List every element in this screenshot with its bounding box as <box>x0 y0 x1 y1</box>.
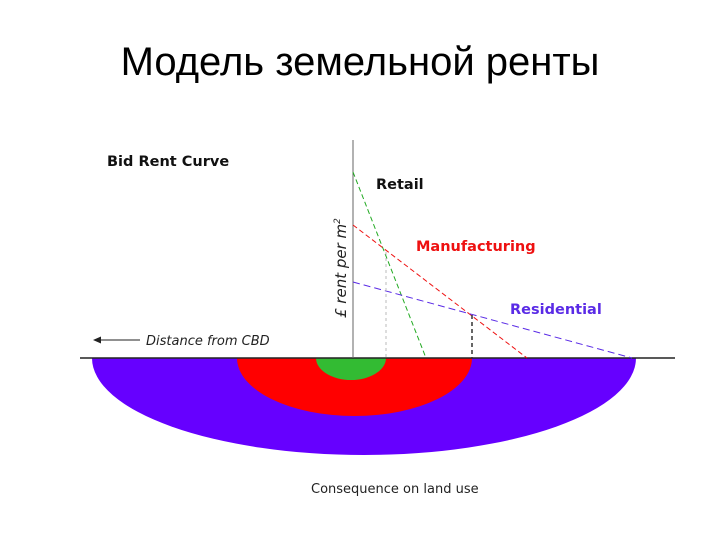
manufacturing-curve <box>352 224 528 359</box>
manufacturing-label: Manufacturing <box>416 239 536 255</box>
zone-manufacturing <box>237 358 472 416</box>
residential-label: Residential <box>510 302 602 318</box>
y-axis-label: £ rent per m2 <box>332 218 350 318</box>
distance-arrow-head <box>93 336 101 344</box>
diagram-heading: Bid Rent Curve <box>107 154 229 170</box>
residential-curve <box>352 281 633 359</box>
footer-caption: Consequence on land use <box>311 482 479 497</box>
retail-curve <box>352 171 427 359</box>
x-axis-label: Distance from CBD <box>146 334 270 349</box>
slide-title: Модель земельной ренты <box>120 40 600 84</box>
zone-retail <box>316 358 386 380</box>
retail-label: Retail <box>376 177 424 193</box>
